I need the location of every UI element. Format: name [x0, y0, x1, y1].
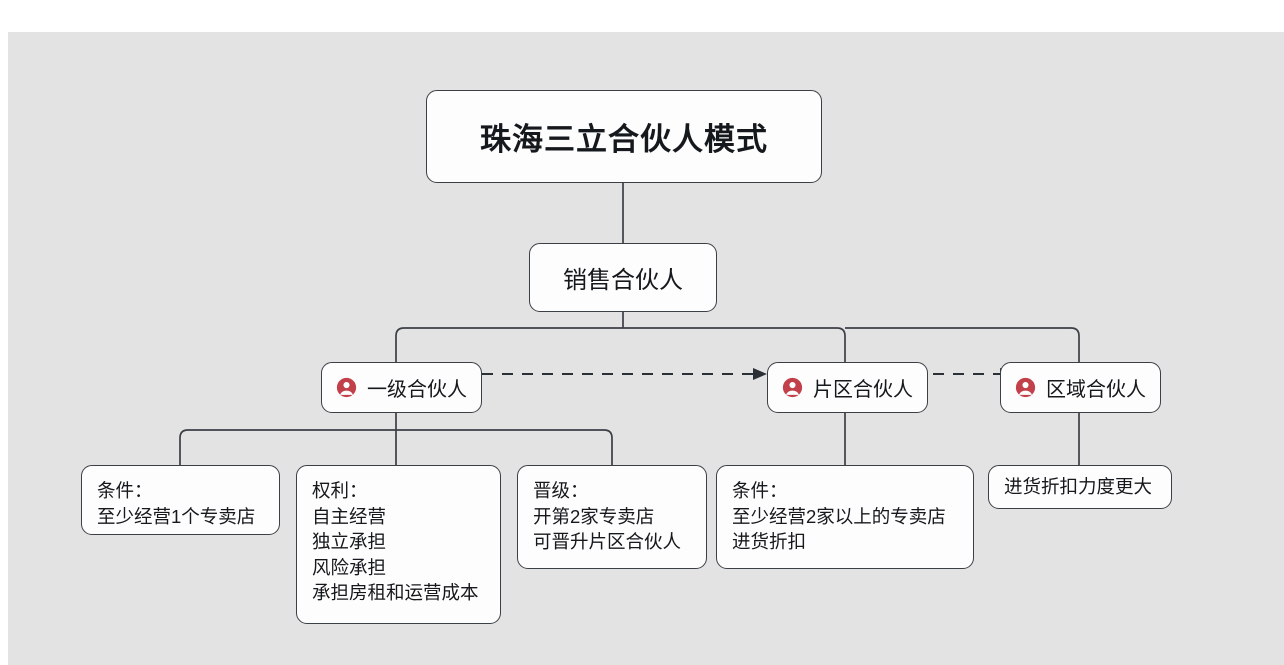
detail-line: 权利： [312, 480, 368, 501]
detail-line: 独立承担 [312, 531, 387, 552]
node-sales-partner-label: 销售合伙人 [563, 267, 683, 294]
detail-line: 晋级： [533, 480, 589, 501]
node-primary-partner[interactable]: 一级合伙人 [321, 362, 482, 413]
root-node-label: 珠海三立合伙人模式 [480, 122, 768, 157]
arrowhead-primary-to-district [753, 368, 767, 380]
node-sales-partner[interactable]: 销售合伙人 [529, 243, 717, 312]
detail-line: 进货折扣 [732, 531, 807, 552]
node-district-partner[interactable]: 片区合伙人 [767, 362, 928, 413]
detail-lines: 条件： 至少经营2家以上的专卖店 进货折扣 [732, 478, 959, 555]
detail-line: 条件： [732, 480, 788, 501]
detail-line: 至少经营1个专卖店 [97, 505, 256, 527]
detail-box-primary-partner-conditions[interactable]: 条件： 至少经营1个专卖店 [81, 465, 280, 535]
detail-line: 条件： [97, 480, 153, 501]
detail-box-primary-partner-rights[interactable]: 权利： 自主经营 独立承担 风险承担 承担房租和运营成本 [296, 465, 501, 624]
detail-line: 至少经营2家以上的专卖店 [732, 505, 946, 527]
edge-bus2-to-conditions [179, 429, 396, 465]
node-primary-partner-label: 一级合伙人 [367, 379, 467, 401]
person-circle-icon [1015, 377, 1036, 398]
detail-line: 承担房租和运营成本 [312, 582, 479, 603]
node-regional-partner[interactable]: 区域合伙人 [1000, 362, 1161, 413]
detail-line: 可晋升片区合伙人 [533, 531, 682, 552]
detail-line: 自主经营 [312, 505, 387, 527]
detail-box-primary-partner-promotion[interactable]: 晋级： 开第2家专卖店 可晋升片区合伙人 [517, 465, 707, 569]
root-node-partner-model[interactable]: 珠海三立合伙人模式 [426, 90, 822, 183]
edge-bus-to-regional [845, 327, 1080, 362]
edge-bus2-to-promotion [396, 429, 613, 465]
person-circle-icon [782, 377, 803, 398]
edge-bus-to-primary [395, 327, 623, 362]
detail-line: 进货折扣力度更大 [1004, 476, 1153, 498]
detail-lines: 进货折扣力度更大 [1004, 474, 1157, 500]
detail-lines: 晋级： 开第2家专卖店 可晋升片区合伙人 [533, 478, 692, 555]
person-circle-icon [336, 377, 357, 398]
detail-box-regional-partner-benefit[interactable]: 进货折扣力度更大 [988, 465, 1172, 509]
node-district-partner-label: 片区合伙人 [813, 379, 913, 401]
detail-line: 开第2家专卖店 [533, 505, 655, 527]
diagram-canvas: 珠海三立合伙人模式 销售合伙人 一级合伙人 片区合伙人 [8, 32, 1284, 665]
detail-lines: 权利： 自主经营 独立承担 风险承担 承担房租和运营成本 [312, 478, 486, 606]
node-regional-partner-label: 区域合伙人 [1046, 379, 1146, 401]
detail-line: 风险承担 [312, 556, 387, 578]
edge-bus-to-district [623, 327, 846, 362]
detail-box-district-partner-conditions[interactable]: 条件： 至少经营2家以上的专卖店 进货折扣 [716, 465, 974, 569]
detail-lines: 条件： 至少经营1个专卖店 [97, 478, 265, 529]
